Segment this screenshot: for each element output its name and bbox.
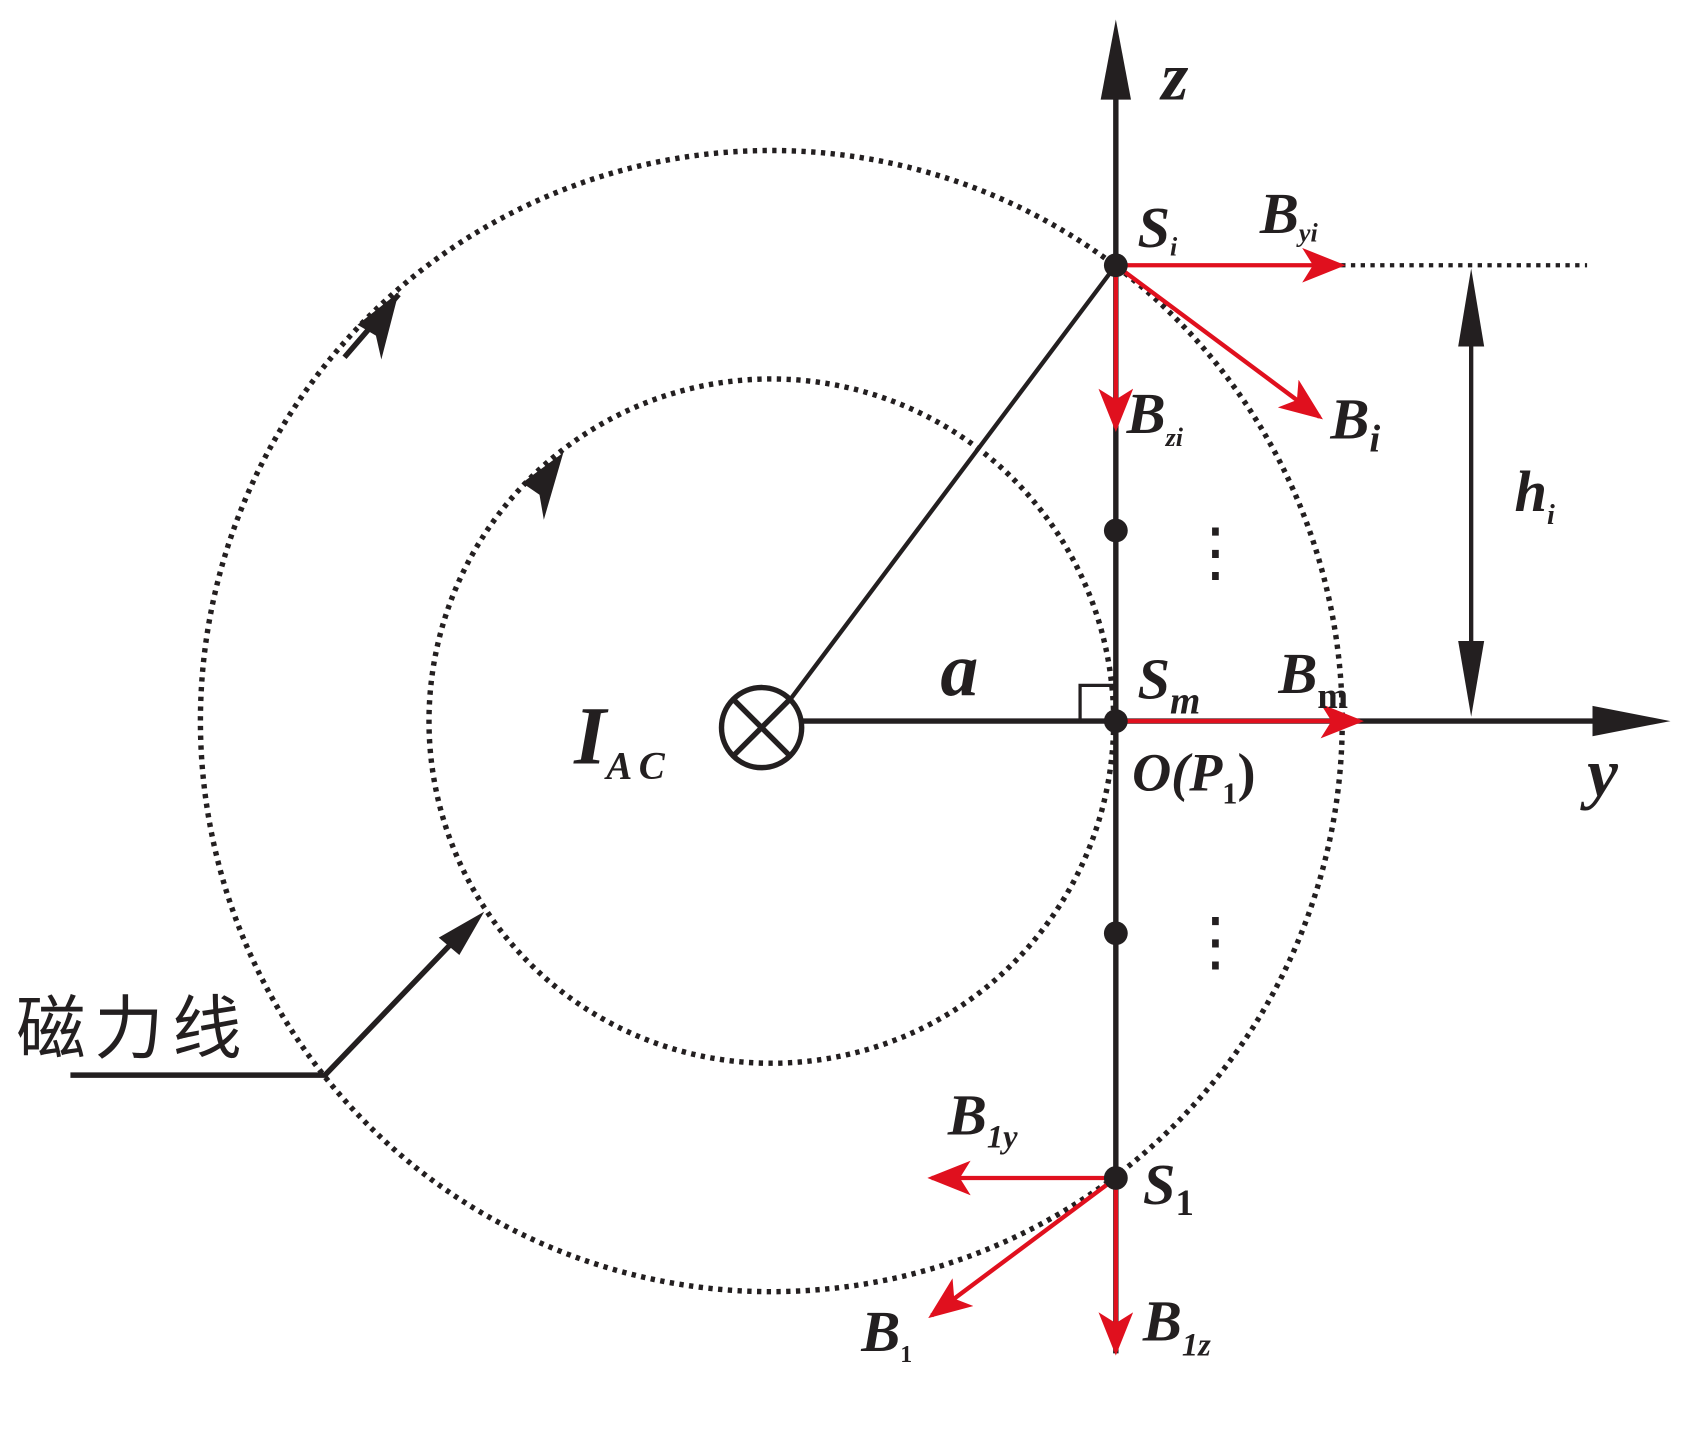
point-s1 bbox=[1103, 1166, 1128, 1190]
leader-arrowhead-icon bbox=[438, 911, 485, 955]
label-hi: hi bbox=[1515, 459, 1556, 531]
height-arrowhead-up-icon bbox=[1458, 268, 1485, 347]
y-axis-label: y bbox=[1580, 734, 1618, 811]
point-lower-mid bbox=[1103, 921, 1128, 946]
vector-bi bbox=[1114, 263, 1323, 420]
label-a: a bbox=[940, 628, 978, 712]
z-axis-arrowhead-icon bbox=[1100, 19, 1131, 100]
point-upper-mid bbox=[1103, 518, 1128, 543]
right-angle-marker bbox=[1078, 683, 1116, 722]
height-arrowhead-down-icon bbox=[1458, 640, 1485, 717]
current-into-page-icon bbox=[718, 684, 805, 771]
label-iac: IAC bbox=[573, 690, 671, 787]
y-axis-arrowhead-icon bbox=[1592, 705, 1671, 737]
label-bzi: Bzi bbox=[1126, 381, 1184, 452]
point-si bbox=[1103, 253, 1128, 278]
ellipsis-upper: ⋮ bbox=[1183, 515, 1248, 590]
label-b1z: B1z bbox=[1142, 1288, 1211, 1363]
outer-arrowhead-icon bbox=[357, 292, 399, 360]
label-sm: Sm bbox=[1138, 646, 1201, 722]
z-axis-label: z bbox=[1159, 38, 1188, 115]
field-line-label: 磁力线 bbox=[16, 989, 250, 1069]
ellipsis-lower: ⋮ bbox=[1183, 905, 1248, 980]
label-origin: O(P1) bbox=[1132, 742, 1255, 810]
inner-arrowhead-icon bbox=[522, 452, 564, 520]
vector-b1 bbox=[928, 1176, 1118, 1319]
label-byi: Byi bbox=[1259, 181, 1319, 248]
label-b1y: B1y bbox=[947, 1083, 1018, 1156]
label-bi: Bi bbox=[1329, 387, 1380, 461]
label-s1: S1 bbox=[1143, 1152, 1194, 1223]
field-line-leader bbox=[70, 937, 457, 1078]
label-b1: B1 bbox=[860, 1299, 912, 1368]
label-bm: Bm bbox=[1277, 641, 1348, 716]
radius-line bbox=[786, 263, 1118, 703]
point-sm bbox=[1103, 709, 1128, 733]
label-si: Si bbox=[1138, 195, 1179, 262]
